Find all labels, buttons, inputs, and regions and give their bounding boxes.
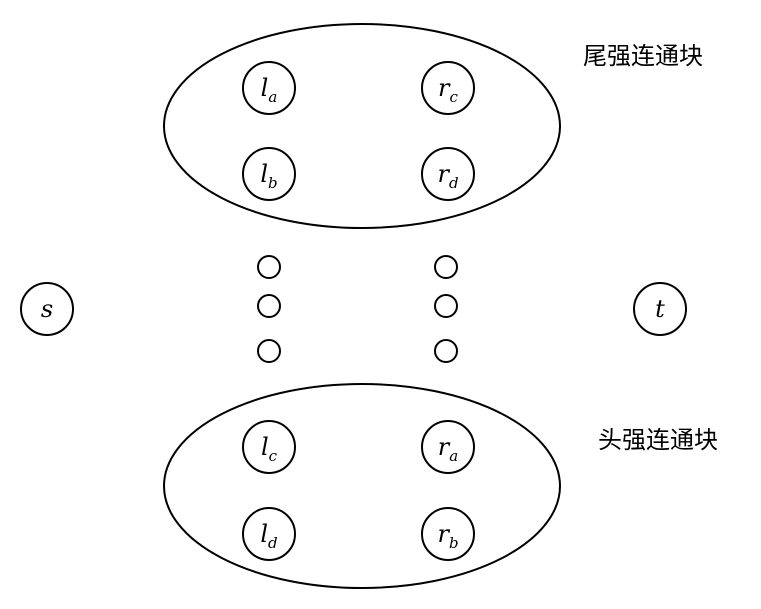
head-scc-block: lc ra ld rb 头强连通块	[163, 383, 718, 589]
right-ellipsis-column	[434, 255, 458, 363]
svg-text:lb: lb	[260, 160, 277, 192]
node-base-label: r	[438, 74, 451, 102]
node-circle	[421, 61, 475, 115]
source-circle	[20, 282, 74, 336]
node-l-a: la	[242, 61, 296, 115]
node-circle	[421, 420, 475, 474]
node-base-label: l	[261, 74, 269, 102]
node-base-label: r	[437, 520, 450, 548]
node-sub-label: b	[449, 534, 459, 552]
node-base-label: l	[260, 520, 268, 548]
node-sub-label: b	[268, 174, 278, 192]
head-scc-label: 头强连通块	[598, 426, 718, 454]
node-l-c: lc	[242, 420, 296, 474]
node-sub-label: d	[268, 534, 278, 552]
node-r-b: rb	[421, 507, 475, 561]
ellipsis-node	[257, 339, 281, 363]
sink-node: t	[633, 282, 687, 336]
node-r-c: rc	[421, 61, 475, 115]
node-base-label: r	[437, 160, 450, 188]
node-circle	[242, 507, 296, 561]
ellipsis-node	[434, 339, 458, 363]
tail-scc-label: 尾强连通块	[583, 42, 703, 70]
svg-text:rc: rc	[438, 74, 458, 106]
node-sub-label: c	[269, 447, 278, 465]
source-node: s	[20, 282, 74, 336]
svg-text:lc: lc	[261, 433, 278, 465]
node-base-label: r	[438, 433, 451, 461]
ellipsis-node	[434, 255, 458, 279]
ellipsis-node	[257, 255, 281, 279]
node-circle	[421, 507, 475, 561]
left-ellipsis-column	[257, 255, 281, 363]
tail-scc-ellipse	[163, 23, 561, 229]
node-sub-label: c	[450, 88, 459, 106]
node-circle	[242, 147, 296, 201]
svg-text:rd: rd	[437, 160, 458, 192]
node-circle	[421, 147, 475, 201]
node-sub-label: d	[449, 174, 459, 192]
source-label: s	[41, 295, 53, 323]
svg-text:rb: rb	[437, 520, 458, 552]
tail-scc-block: la rc lb rd 尾强连通块	[163, 23, 703, 229]
node-r-d: rd	[421, 147, 475, 201]
ellipsis-node	[257, 294, 281, 318]
node-base-label: l	[260, 160, 268, 188]
node-sub-label: a	[268, 88, 277, 106]
sink-label: t	[655, 295, 665, 323]
node-circle	[242, 61, 296, 115]
head-scc-ellipse	[163, 383, 561, 589]
ellipsis-node	[434, 294, 458, 318]
sink-circle	[633, 282, 687, 336]
svg-text:la: la	[261, 74, 278, 106]
node-l-d: ld	[242, 507, 296, 561]
node-base-label: l	[261, 433, 269, 461]
svg-text:ra: ra	[438, 433, 458, 465]
node-circle	[242, 420, 296, 474]
node-sub-label: a	[449, 447, 458, 465]
node-l-b: lb	[242, 147, 296, 201]
svg-text:ld: ld	[260, 520, 277, 552]
node-r-a: ra	[421, 420, 475, 474]
